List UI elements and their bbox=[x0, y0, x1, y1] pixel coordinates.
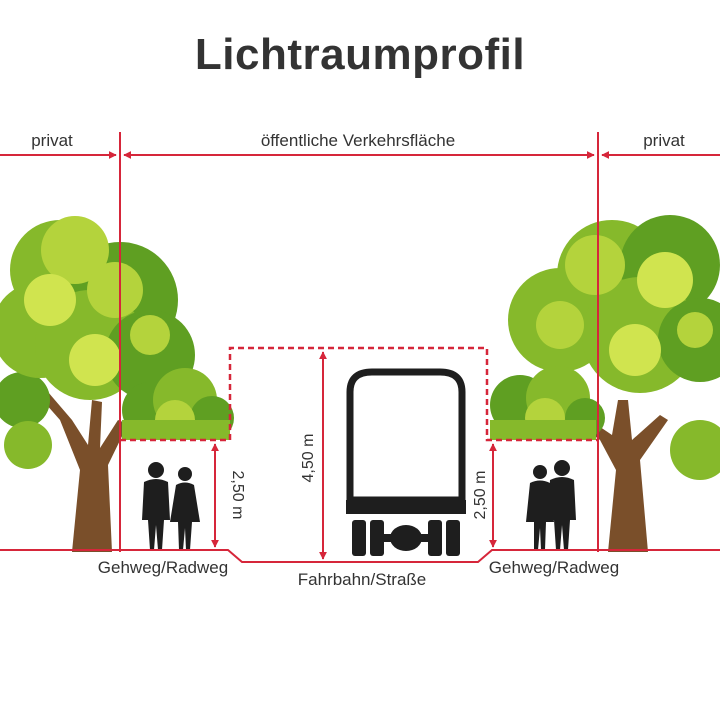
tree-left bbox=[0, 216, 195, 552]
label-private-left: privat bbox=[31, 131, 73, 150]
label-private-right: privat bbox=[643, 131, 685, 150]
tree-right bbox=[508, 215, 720, 552]
label-height-road: 4,50 m bbox=[300, 434, 317, 483]
label-sidewalk-right: Gehweg/Radweg bbox=[489, 558, 619, 577]
page-title: Lichtraumprofil bbox=[194, 30, 526, 79]
pedestrians-left bbox=[142, 462, 200, 550]
truck-front bbox=[346, 368, 466, 556]
ground-line bbox=[0, 549, 720, 563]
label-public-area: öffentliche Verkehrsfläche bbox=[261, 131, 455, 150]
label-road: Fahrbahn/Straße bbox=[298, 570, 427, 589]
bush-left bbox=[122, 368, 234, 440]
bush-right bbox=[490, 366, 605, 440]
pedestrians-right bbox=[526, 460, 576, 550]
label-sidewalk-left: Gehweg/Radweg bbox=[98, 558, 228, 577]
label-height-right: 2,50 m bbox=[472, 471, 489, 520]
clearance-profile-outline bbox=[120, 346, 598, 442]
label-height-left: 2,50 m bbox=[229, 471, 246, 520]
